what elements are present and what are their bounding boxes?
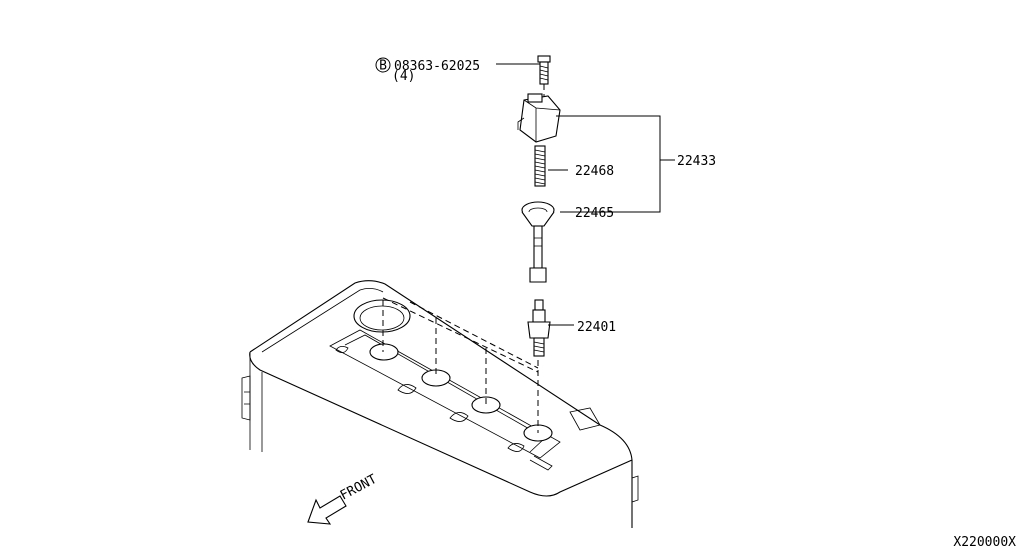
figure-code: X220000X: [953, 535, 1016, 550]
spark-plug-part: [527, 299, 551, 357]
spring-part: [534, 145, 546, 187]
label-coil-assembly: 22433: [677, 154, 716, 169]
boot-part: [521, 201, 555, 283]
rocker-cover: [241, 280, 639, 528]
front-label: FRONT: [338, 472, 380, 504]
leader-lines: [496, 63, 675, 326]
front-arrow-icon: [307, 495, 347, 525]
ignition-coil-part: [517, 93, 561, 143]
bolt-part-number: 08363-62025: [394, 59, 480, 74]
bolt-quantity: (4): [392, 69, 415, 84]
bolt-part: [537, 55, 551, 100]
bolt-badge-letter: B: [379, 59, 387, 74]
label-spring: 22468: [575, 164, 614, 179]
label-boot: 22465: [575, 206, 614, 221]
bolt-badge-icon: B: [375, 57, 391, 74]
label-spark-plug: 22401: [577, 320, 616, 335]
